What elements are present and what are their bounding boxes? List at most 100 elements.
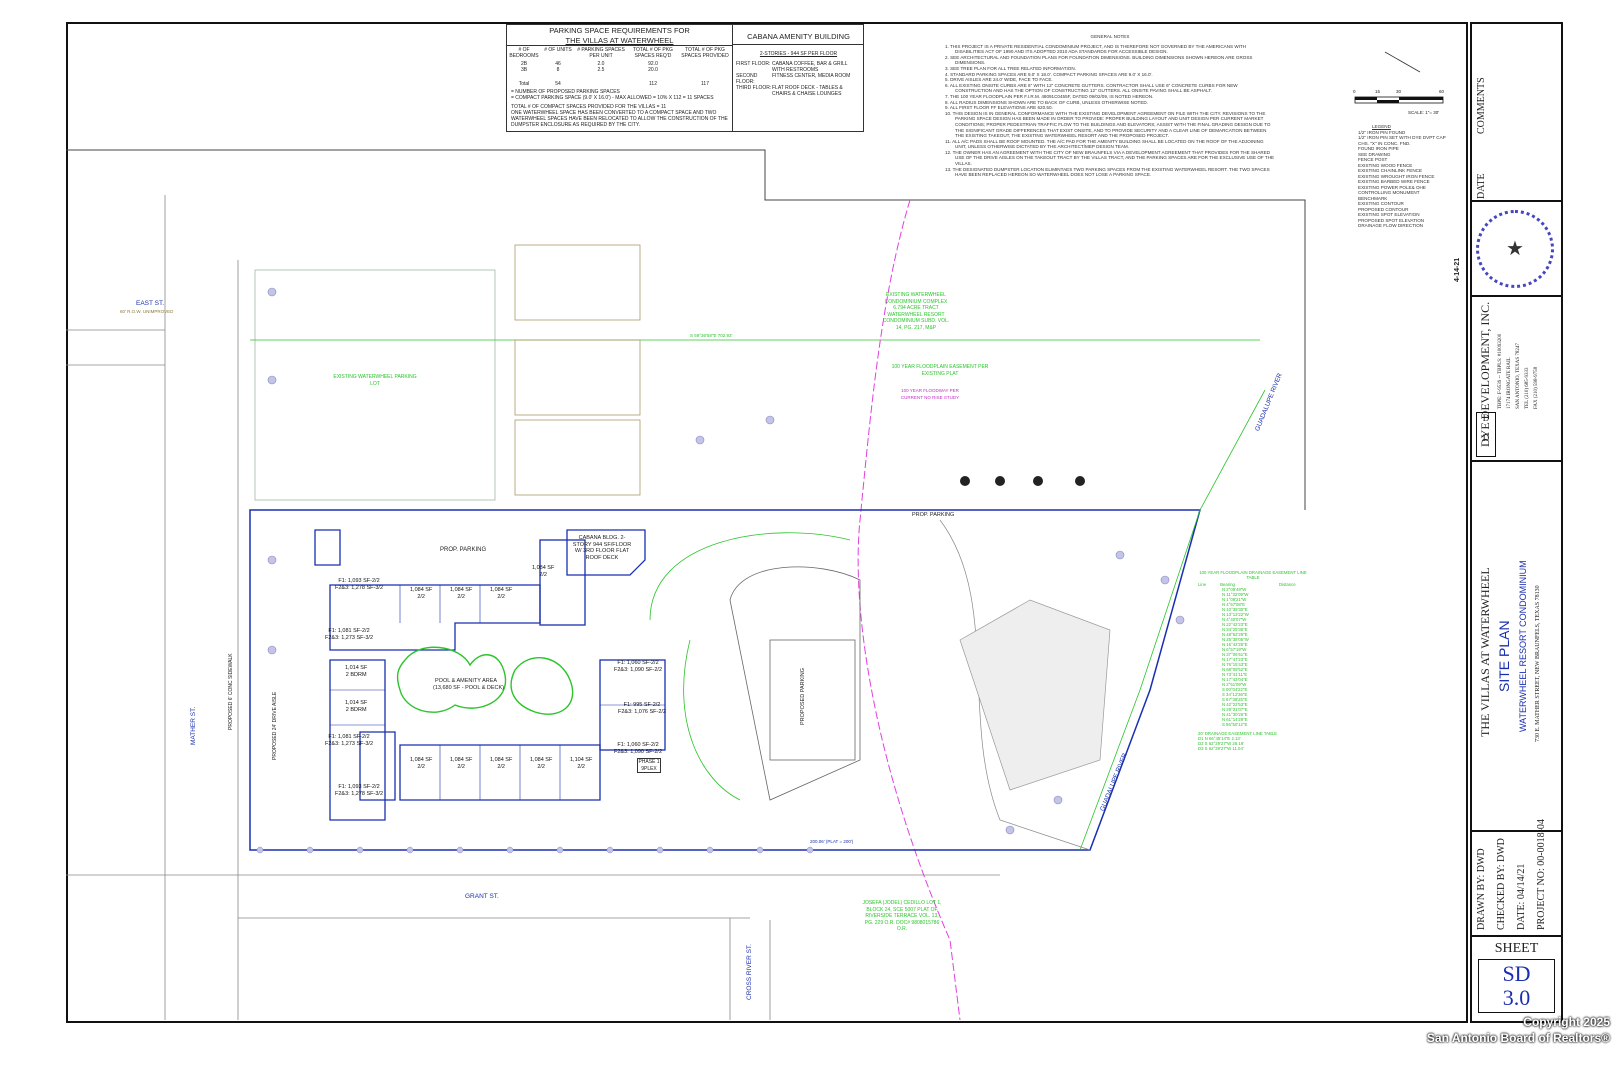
property-line [66, 149, 1306, 510]
easement-row: N 4°57'08"E [1222, 602, 1246, 607]
note-item: 3. SEE TREE PLAN FOR ALL TREE RELATED IN… [945, 65, 1076, 71]
legend-item: PROPOSED CONTOUR [1358, 206, 1409, 212]
legend-item: SEE DRAWING [1358, 151, 1391, 157]
cabana-title: CABANA AMENITY BUILDING [747, 32, 850, 41]
note-item: 2. SEE ARCHITECTURAL AND FOUNDATION PLAN… [945, 54, 1253, 66]
site-boundary [249, 509, 1201, 851]
sheet-title: SITE PLAN [1496, 620, 1512, 692]
drive-aisle-label: PROPOSED 24' DRIVE AISLE [272, 691, 278, 760]
easement-row: N 73°41'11"E [1222, 672, 1248, 677]
project-subtitle: WATERWHEEL RESORT CONDOMINIUM [1518, 560, 1528, 732]
floor-desc: FLAT ROOF DECK - TABLES & CHAIRS & CHAIS… [772, 85, 843, 97]
legend-item: CONTROLLING MONUMENT [1358, 190, 1420, 195]
easement-row: N 17°47'23"E [1222, 657, 1248, 662]
general-notes: GENERAL NOTES 1. THIS PROJECT IS A PRIVA… [945, 34, 1275, 178]
project-address: 730 E. MATHER STREET, NEW BRAUNFELS, TEX… [1535, 585, 1541, 742]
drainage-row: D2 S 62°29'27"W 26.19' [1198, 741, 1244, 746]
drainage-row: D1 N 66°45'14"E 2.13' [1198, 736, 1241, 741]
cabana-subtitle: 2-STORIES - 944 SF PER FLOOR [733, 44, 864, 57]
project-title: THE VILLAS AT WATERWHEEL [1478, 567, 1492, 737]
legend-item: FENCE POST [1358, 157, 1388, 162]
north-arrow [1384, 51, 1421, 73]
note-item: 13. THE DESIGNATED DUMPSTER LOCATION ELI… [945, 166, 1270, 178]
note-item: 11. ALL A/C PADS SHALL BE ROOF MOUNTED. … [945, 138, 1264, 150]
black-trees [960, 476, 1085, 486]
legend-item: 1/2" IRON PIN FOUND [1358, 129, 1406, 135]
sheet-number: 3.0 [1502, 985, 1531, 1010]
col-header: TOTAL # OF PKG SPACES PROVIDED [681, 47, 729, 59]
easement-row: N 41°30'26"E [1222, 712, 1248, 717]
drawing-frame [66, 22, 1468, 1023]
table-subtitle: THE VILLAS AT WATERWHEEL [565, 36, 674, 45]
project-block: THE VILLAS AT WATERWHEEL SITE PLAN WATER… [1472, 462, 1561, 832]
street-label-east: EAST ST. [136, 300, 165, 307]
floor-desc: FITNESS CENTER, MEDIA ROOM [772, 73, 851, 79]
floodway-label: 100 YEAR FLOODWAY PER CURRENT NO RISE ST… [900, 388, 960, 400]
waterwheel-label: EXISTING WATERWHEEL CONDOMINIUM COMPLEX … [882, 292, 950, 331]
unit-dividers [330, 585, 665, 800]
note-item: 12. THE OWNER HAS AN AGREEMENT WITH THE … [945, 149, 1275, 167]
floor-label: FIRST FLOOR: [736, 61, 771, 67]
prop-parking-label: PROP. PARKING [912, 512, 955, 518]
note-item: 10. THIS DESIGN IS IN GENERAL CONFORMANC… [945, 110, 1271, 139]
fence-trees [256, 846, 814, 854]
table-header-row: # OF BEDROOMS # OF UNITS # PARKING SPACE… [507, 47, 732, 59]
easement-row: N 11°32'09"W [1222, 592, 1249, 597]
note-item: 8. ALL RADIUS DIMENSIONS SHOWN ARE TO BA… [945, 99, 1149, 105]
easement-row: S 00°04'22"E [1222, 687, 1248, 692]
pool [396, 646, 574, 715]
cabana-table: CABANA AMENITY BUILDING 2-STORIES - 944 … [733, 25, 864, 97]
note-item: 1. THIS PROJECT IS A PRIVATE RESIDENTIAL… [945, 43, 1247, 55]
owner-label: JOSEFA (JODEL) CEDILLO LOT 1, BLOCK 24, … [862, 900, 942, 932]
easement-row: N 42°22'53"E [1222, 702, 1248, 707]
floor-label: THIRD FLOOR: [736, 85, 772, 91]
drainage-table-title: 20' DRAINAGE EASEMENT LINE TABLE [1198, 731, 1278, 736]
legend: LEGEND 1/2" IRON PIN FOUND 1/2" IRON PIN… [1358, 124, 1446, 229]
easement-row: N 10°39'30"E [1222, 607, 1248, 612]
scale-tick: 15 [1375, 89, 1381, 94]
sidewalk-label: PROPOSED 6' CONC SIDEWALK [228, 653, 234, 730]
scale-bar [1354, 96, 1444, 104]
floodplain-easement-label: 100 YEAR FLOODPLAIN EASEMENT PER EXISTIN… [891, 364, 989, 377]
existing-buildings [514, 244, 641, 496]
legend-item: BENCHMARK [1358, 195, 1388, 201]
legend-item: 1/2" IRON PIN SET WITH DYE DVPT CAP [1358, 135, 1446, 140]
phase-label: PHASE 1 9PLEX [637, 758, 661, 773]
legend-item: EXISTING BARBED WIRE FENCE [1358, 179, 1430, 184]
easement-row: S 67°38'25"E [1222, 697, 1248, 702]
trees [267, 287, 1185, 835]
floodplain-line [857, 199, 961, 1021]
col-header: # PARKING SPACES PER UNIT [577, 47, 625, 59]
legend-item: EXISTING POWER POLE& OHE [1358, 184, 1426, 190]
compact-note: TOTAL # OF COMPACT SPACES PROVIDED FOR T… [511, 104, 667, 110]
copyright-owner: San Antonio Board of Realtors® [1426, 1031, 1610, 1045]
table-title: PARKING SPACE REQUIREMENTS FOR [549, 26, 690, 35]
easement-row: S 34°12'36"E [1222, 692, 1248, 697]
easement-row: N 6°57'19"W [1222, 647, 1247, 652]
boat-ramp [959, 599, 1111, 791]
floor-desc: CABANA COFFEE, BAR & GRILL WITH RESTROOM… [772, 61, 848, 73]
easement-row: N 22°42'23"E [1222, 622, 1248, 627]
legend-item: FOUND IRON PIPE [1358, 146, 1399, 151]
drawn-by: DRAWN BY: DWD [1476, 848, 1487, 930]
easement-table-title: 100 YEAR FLOODPLAIN DRAINAGE EASEMENT LI… [1199, 570, 1307, 580]
legend-item: EXISTING WROUGHT IRON FENCE [1358, 173, 1435, 179]
company-block: DYE DEVELOPMENT, INC. TBPE: F-9539 -- TB… [1472, 297, 1561, 462]
